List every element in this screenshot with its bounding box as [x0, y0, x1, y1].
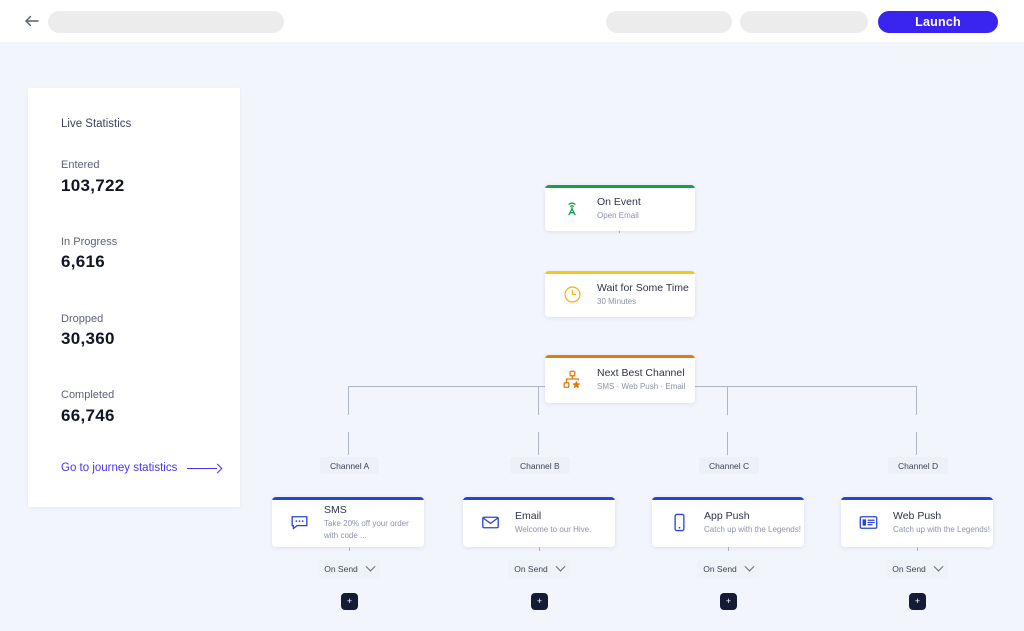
stat-value-completed: 66,746	[61, 406, 115, 425]
connector-bus-to-channel-a	[348, 386, 349, 415]
chevron-down-icon	[744, 561, 755, 572]
node-accent-bar	[463, 497, 615, 500]
channel-label-c[interactable]: Channel C	[699, 457, 760, 474]
stat-value-in-progress: 6,616	[61, 252, 106, 271]
arrow-right-icon	[187, 464, 221, 473]
broadcast-icon	[559, 195, 585, 221]
stat-label-completed: Completed	[61, 389, 115, 401]
chat-bubble-icon	[286, 509, 312, 535]
browser-window-icon	[855, 509, 881, 535]
stat-value-entered: 103,722	[61, 176, 125, 195]
node-accent-bar	[545, 185, 695, 188]
connector-bus-to-channel-b	[538, 386, 539, 415]
node-accent-bar	[545, 271, 695, 274]
node-title: Email	[515, 509, 542, 522]
stat-value-dropped: 30,360	[61, 329, 115, 348]
stat-label-in-progress: In Progress	[61, 236, 118, 248]
node-title: Next Best Channel	[597, 366, 685, 379]
stat-label-entered: Entered	[61, 159, 100, 171]
node-subtitle: Welcome to our Hive.	[515, 524, 592, 534]
connector-pill-a-to-card	[348, 432, 349, 455]
node-accent-bar	[652, 497, 804, 500]
onsend-label: On Send	[703, 564, 737, 574]
channel-label-b[interactable]: Channel B	[510, 457, 570, 474]
hierarchy-star-icon	[559, 366, 585, 392]
add-step-button-a[interactable]: +	[341, 593, 358, 610]
app-header: Launch	[0, 0, 1024, 42]
onsend-dropdown-b[interactable]: On Send	[508, 560, 570, 578]
back-arrow-icon[interactable]	[22, 12, 42, 30]
journey-canvas[interactable]: Live Statistics Entered 103,722 In Progr…	[0, 42, 1024, 631]
node-subtitle: SMS · Web Push · Email	[597, 381, 686, 391]
node-subtitle: Open Email	[597, 210, 639, 220]
onsend-label: On Send	[324, 564, 358, 574]
node-channel-app-push[interactable]: App Push Catch up with the Legends!	[652, 497, 804, 547]
live-statistics-panel: Live Statistics Entered 103,722 In Progr…	[28, 88, 240, 507]
node-on-event[interactable]: On Event Open Email	[545, 185, 695, 231]
node-title: Web Push	[893, 509, 942, 522]
node-subtitle: 30 Minutes	[597, 296, 637, 306]
node-title: SMS	[324, 503, 347, 516]
go-to-journey-statistics-link[interactable]: Go to journey statistics	[61, 462, 221, 474]
node-channel-web-push[interactable]: Web Push Catch up with the Legends!	[841, 497, 993, 547]
clock-icon	[559, 281, 585, 307]
stat-label-dropped: Dropped	[61, 313, 104, 325]
header-action-placeholder-2[interactable]	[740, 11, 868, 33]
node-title: Wait for Some Time	[597, 281, 689, 294]
node-channel-sms[interactable]: SMS Take 20% off your order with code ..…	[272, 497, 424, 547]
header-action-placeholder-1[interactable]	[606, 11, 732, 33]
node-channel-email[interactable]: Email Welcome to our Hive.	[463, 497, 615, 547]
node-accent-bar	[841, 497, 993, 500]
live-statistics-title: Live Statistics	[61, 118, 132, 130]
connector-bus-to-channel-c	[727, 386, 728, 415]
go-to-journey-statistics-label: Go to journey statistics	[61, 462, 178, 474]
onsend-dropdown-d[interactable]: On Send	[886, 560, 948, 578]
mobile-phone-icon	[666, 509, 692, 535]
node-wait-for-some-time[interactable]: Wait for Some Time 30 Minutes	[545, 271, 695, 317]
add-step-button-c[interactable]: +	[720, 593, 737, 610]
node-subtitle: Catch up with the Legends!	[893, 524, 990, 534]
connector-pill-d-to-card	[916, 432, 917, 455]
onsend-label: On Send	[514, 564, 548, 574]
envelope-icon	[477, 509, 503, 535]
channel-label-d[interactable]: Channel D	[888, 457, 949, 474]
chevron-down-icon	[365, 561, 376, 572]
node-accent-bar	[545, 355, 695, 358]
channel-label-a[interactable]: Channel A	[320, 457, 380, 474]
launch-button[interactable]: Launch	[878, 11, 998, 33]
node-subtitle: Catch up with the Legends!	[704, 524, 801, 534]
add-step-button-b[interactable]: +	[531, 593, 548, 610]
node-subtitle: Take 20% off your order with code ...	[324, 518, 409, 540]
connector-pill-b-to-card	[538, 432, 539, 455]
onsend-dropdown-c[interactable]: On Send	[697, 560, 759, 578]
journey-name-placeholder[interactable]	[48, 11, 284, 33]
chevron-down-icon	[555, 561, 566, 572]
connector-bus-to-channel-d	[916, 386, 917, 415]
node-title: On Event	[597, 195, 641, 208]
node-title: App Push	[704, 509, 750, 522]
onsend-dropdown-a[interactable]: On Send	[318, 560, 380, 578]
onsend-label: On Send	[892, 564, 926, 574]
add-step-button-d[interactable]: +	[909, 593, 926, 610]
node-next-best-channel[interactable]: Next Best Channel SMS · Web Push · Email	[545, 355, 695, 403]
connector-pill-c-to-card	[727, 432, 728, 455]
chevron-down-icon	[933, 561, 944, 572]
node-accent-bar	[272, 497, 424, 500]
